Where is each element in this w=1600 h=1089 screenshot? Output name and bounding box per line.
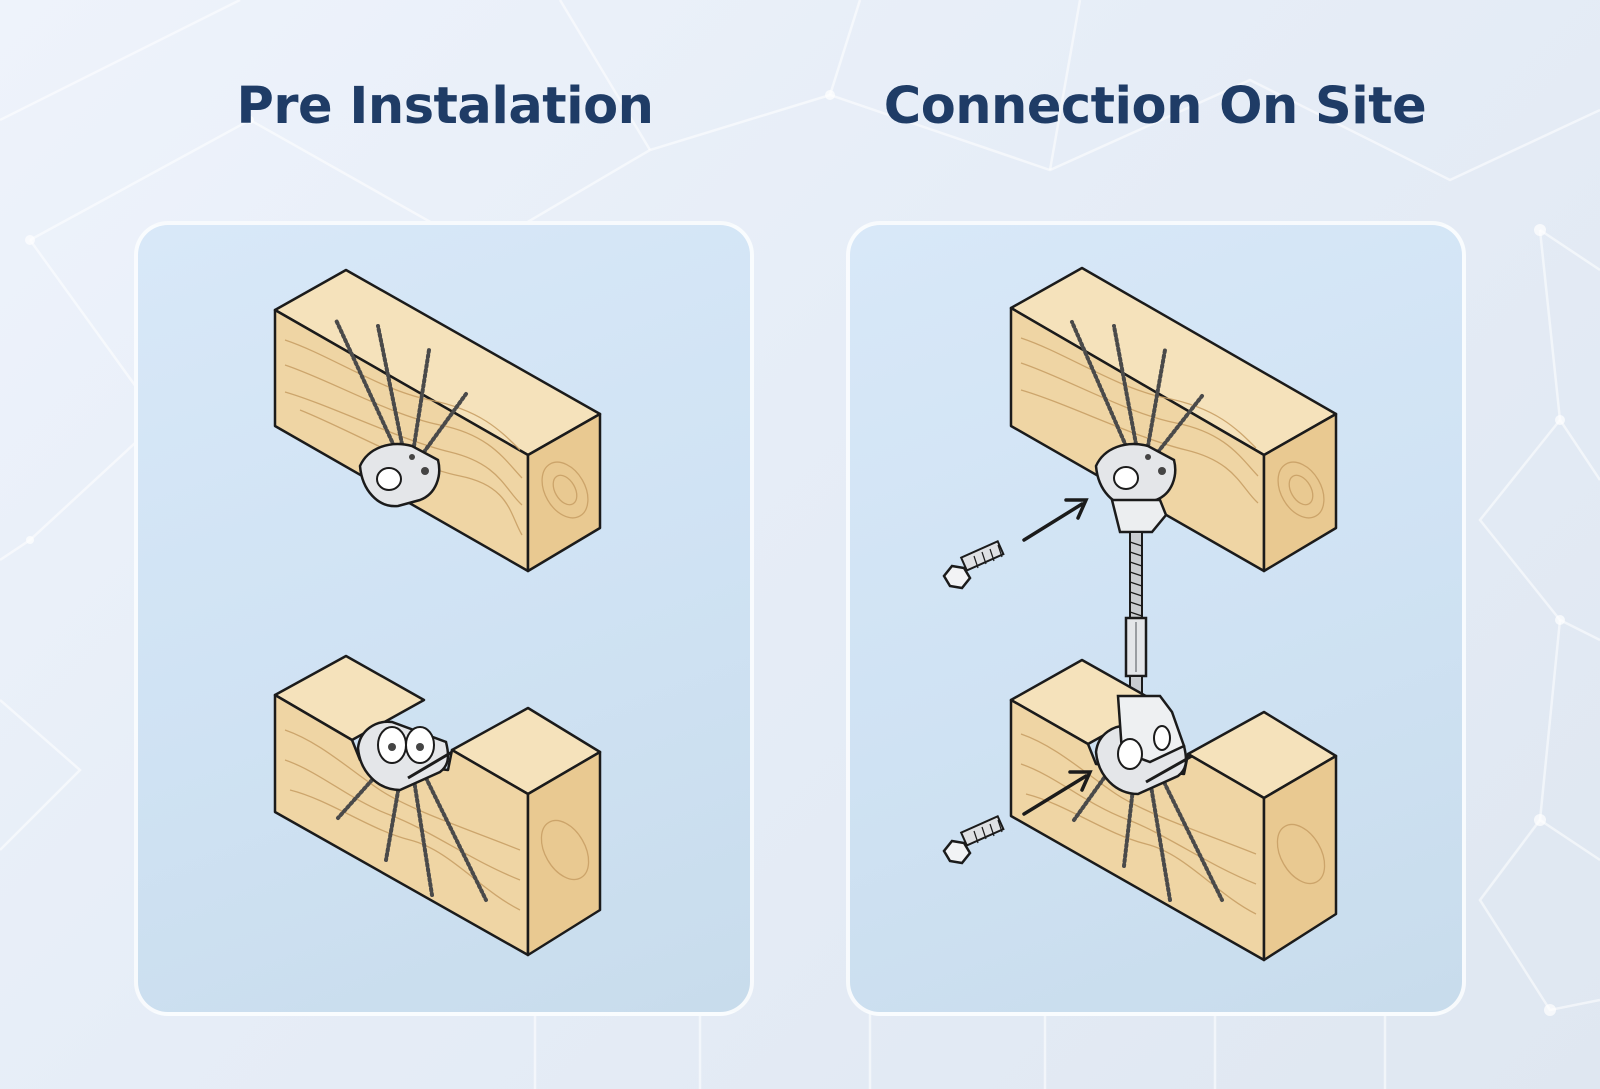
steel-connector (356, 720, 453, 792)
steel-connector (1094, 694, 1193, 796)
screw-icon (336, 776, 488, 902)
hex-bolt-icon (942, 815, 1005, 865)
hex-bolt-icon (942, 540, 1005, 590)
screw-icon (1070, 320, 1204, 454)
steel-connector (358, 442, 441, 508)
threaded-rod (1124, 531, 1148, 699)
connection-on-site-title: Connection On Site (883, 77, 1427, 136)
timber-post-lower-right (1009, 658, 1338, 962)
timber-post-lower-left (273, 654, 602, 957)
timber-beam-upper-right (1009, 266, 1338, 573)
arrow-icon (1022, 498, 1089, 542)
screw-icon (334, 318, 468, 454)
screw-icon (1072, 776, 1224, 902)
timber-beam-upper-left (273, 268, 602, 573)
pre-installation-title: Pre Instalation (236, 77, 654, 136)
steel-connector (1094, 442, 1177, 534)
arrow-icon (1022, 770, 1093, 816)
